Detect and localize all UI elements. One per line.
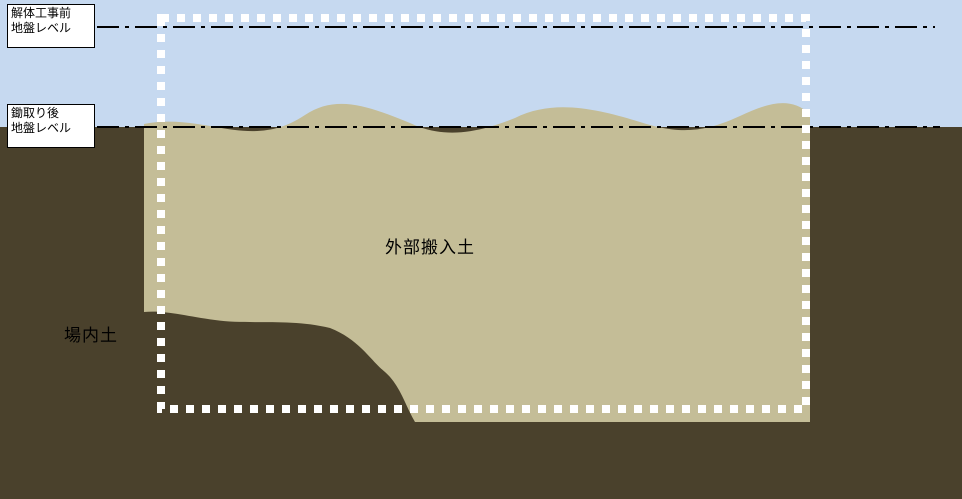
level-label-after-line2: 地盤レベル xyxy=(11,121,72,135)
imported-soil-area xyxy=(144,103,810,423)
level-label-before-line1: 解体工事前 xyxy=(11,6,72,20)
excavation-boundary xyxy=(157,14,810,413)
level-label-after-stripping: 鋤取り後 地盤レベル xyxy=(7,104,95,148)
level-label-before-line2: 地盤レベル xyxy=(11,21,72,35)
imported-soil-label: 外部搬入土 xyxy=(385,238,475,258)
level-label-after-line1: 鋤取り後 xyxy=(11,106,60,120)
level-label-before-demolition: 解体工事前 地盤レベル xyxy=(7,4,95,48)
onsite-soil-label: 場内土 xyxy=(64,326,118,346)
